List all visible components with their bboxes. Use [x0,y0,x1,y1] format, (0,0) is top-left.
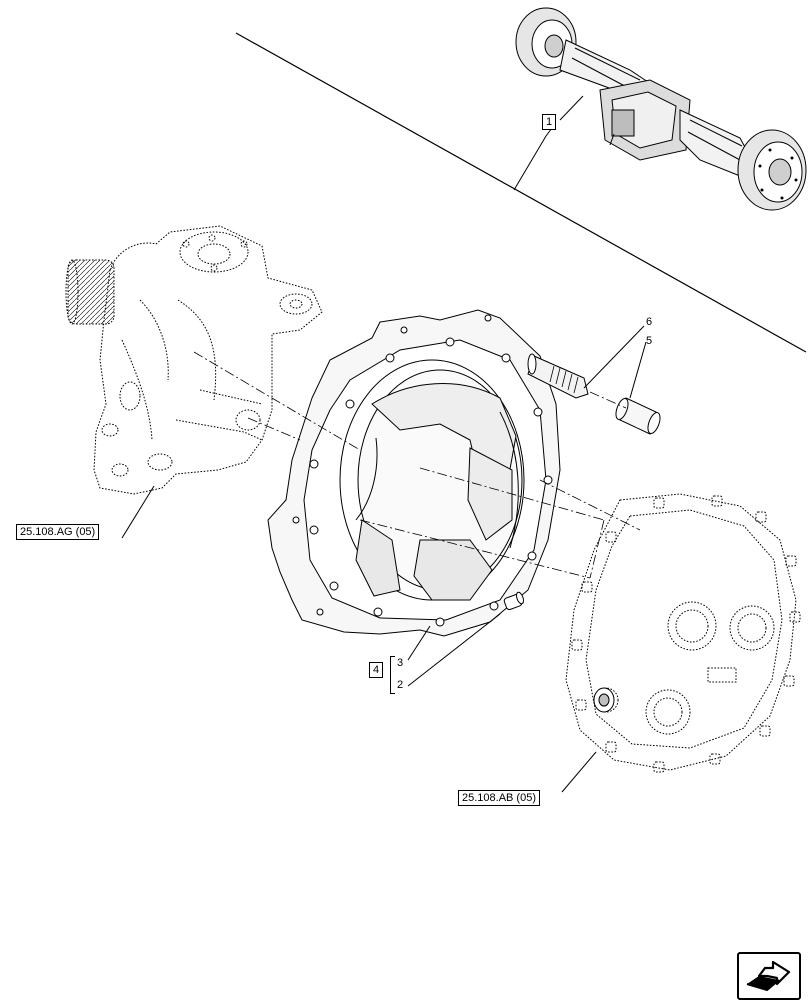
callout-box-1: 1 [542,114,557,130]
callout-2-leader [407,613,501,687]
stud [527,353,589,399]
next-page-arrow-icon [746,960,791,992]
callout-box-4: 4 [369,662,384,678]
ref-ab-leader [561,751,597,793]
axle-thumbnail [515,7,807,211]
planetary-cover [565,493,801,773]
separator-line [235,32,807,353]
ref-ag-leader [121,485,155,539]
callout-1-leader [513,127,553,191]
callout-6: 6 [646,316,653,328]
assembly-centerlines [193,351,641,579]
callout-3: 3 [397,657,404,669]
callout-2: 2 [397,679,404,691]
sleeve [615,397,661,435]
steering-knuckle [65,225,323,495]
cover-seal [593,687,615,713]
ref-link-planetary-cover[interactable]: 25.108.AB (05) [458,790,540,806]
callout-5-leader [629,341,647,399]
dowel-pin [503,591,524,611]
hub-carrier-housing [267,309,561,637]
callout-bracket [390,656,395,694]
callout-5: 5 [646,335,653,347]
next-page-button[interactable] [737,952,801,1000]
callout-6-leader [583,325,645,389]
callout-3-leader [407,625,431,661]
ref-link-steering-knuckle[interactable]: 25.108.AG (05) [16,524,100,540]
